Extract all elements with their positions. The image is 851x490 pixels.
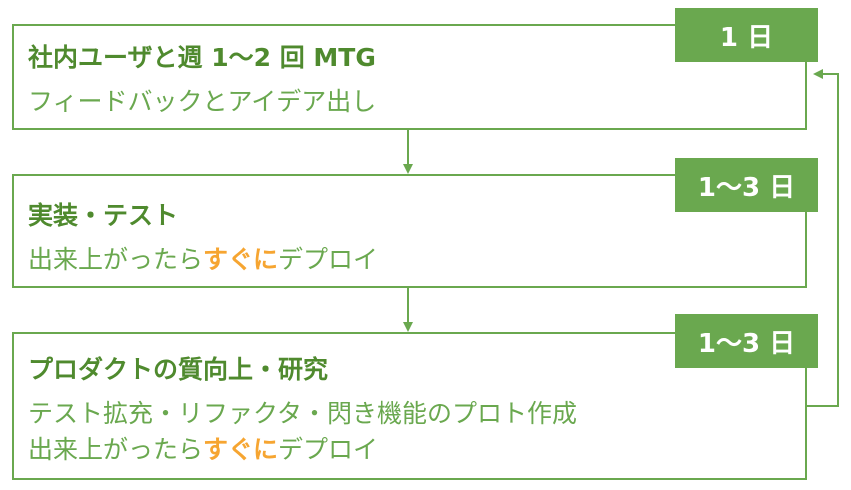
step-1-duration-badge: 1 日 (675, 8, 818, 62)
step-3-title: プロダクトの質向上・研究 (28, 355, 329, 384)
step-2-text-post: デプロイ (278, 245, 379, 274)
step-3-description-line-1: テスト拡充・リファクタ・閃き機能のプロト作成 (28, 399, 578, 428)
step-1-box: 社内ユーザと週 1〜2 回 MTG フィードバックとアイデア出し (12, 24, 807, 130)
step-2-duration-badge: 1〜3 日 (675, 158, 818, 212)
step-1-description: フィードバックとアイデア出し (28, 87, 377, 116)
step-3-description-line-2: 出来上がったらすぐにデプロイ (28, 430, 378, 466)
step-3-text-post: デプロイ (278, 435, 379, 464)
step-3-text-pre: 出来上がったら (28, 435, 204, 464)
step-2-description: 出来上がったらすぐにデプロイ (28, 240, 378, 276)
step-2-box: 実装・テスト 出来上がったらすぐにデプロイ (12, 174, 807, 288)
step-3-text-highlight: すぐに (203, 435, 279, 464)
loop-back-arrow (805, 69, 839, 407)
step-3-box: プロダクトの質向上・研究 テスト拡充・リファクタ・閃き機能のプロト作成 出来上が… (12, 332, 807, 480)
step-1-title: 社内ユーザと週 1〜2 回 MTG (28, 43, 376, 72)
step-2-text-highlight: すぐに (203, 245, 279, 274)
step-3-duration-badge: 1〜3 日 (675, 314, 818, 368)
step-2-text-pre: 出来上がったら (28, 245, 204, 274)
step-2-title: 実装・テスト (28, 201, 179, 230)
